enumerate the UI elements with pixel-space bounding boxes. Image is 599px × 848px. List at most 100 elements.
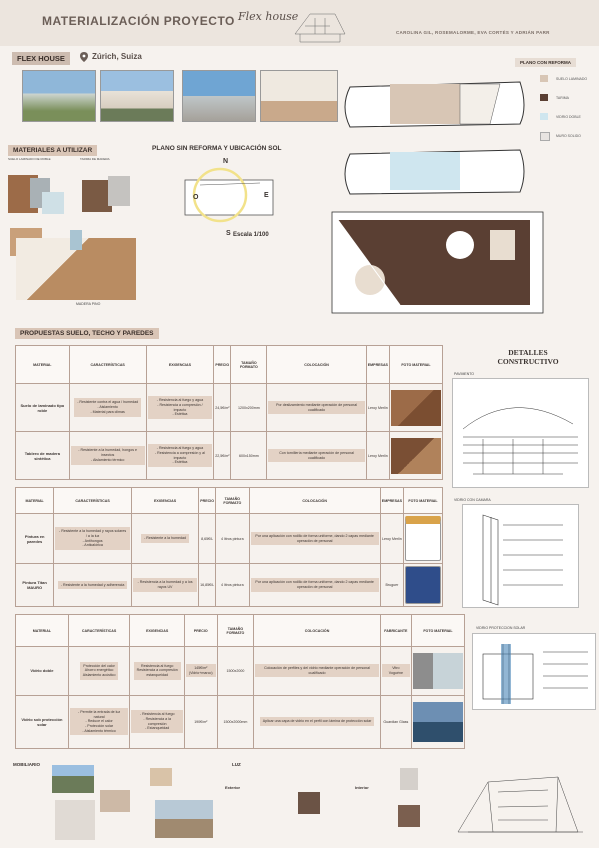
legend-label-vidrio: VIDRIO DOBLE — [556, 115, 581, 119]
luz-interior-photo-2 — [398, 805, 420, 827]
t3-r1-photo — [412, 652, 463, 689]
t1-r2-coloc: Con tornillería mediante operación de pe… — [268, 448, 365, 463]
t3-r1-exig: Resistencia al fuego Resistencia a compr… — [133, 661, 181, 680]
t3-h-formato: TAMAÑO FORMATO — [216, 614, 255, 647]
materials-label: MATERIALES A UTILIZAR — [8, 145, 98, 156]
project-location: Zúrich, Suiza — [92, 52, 142, 61]
t2-r1-formato: 4 litros pintura — [215, 512, 250, 565]
photo-exterior-1 — [22, 70, 96, 122]
t1-r1-precio: 24,5€/m² — [213, 383, 232, 432]
t3-r1-empresa: Vitro Voguéne — [381, 664, 410, 678]
t3-r1-precio: 145€/m² (Vidrio+marco) — [185, 664, 216, 678]
t1-h-caracteristicas: CARACTERÍSTICAS — [68, 345, 147, 384]
t1-r2-precio: 22,5€/m² — [213, 431, 232, 480]
t1-r1-material: Suelo de laminado tipo roble — [15, 383, 70, 432]
t3-h-colocacion: COLOCACIÓN — [253, 614, 381, 647]
t1-h-colocacion: COLOCACIÓN — [266, 345, 367, 384]
legend-label-laminado: SUELO LAMINADO — [556, 77, 588, 81]
material-laminado-label: SUELO LAMINADO DE ROBLE — [8, 157, 51, 161]
t3-r2-precio: 190€/m² — [183, 694, 218, 749]
location-pin-icon — [80, 52, 88, 62]
t2-r2-material: Pintura Titan MAURO — [14, 563, 55, 607]
t3-r1-coloc: Colocación de perfiles y del vidrio medi… — [255, 664, 379, 678]
legend-label-tarima: TARIMA — [556, 96, 569, 100]
t2-r2-empresa: Bruguer — [379, 563, 404, 607]
t2-r1-empresa: Leroy Merlin — [379, 512, 404, 565]
t2-r2-exig: - Resistencia a la humedad y a los rayos… — [132, 578, 198, 592]
t1-r1-exig: - Resistencia al fuego y agua - Resisten… — [147, 396, 213, 419]
compass-north: N — [223, 158, 229, 165]
header-band — [0, 0, 599, 46]
t1-r2-empresa: Leroy Merlin — [365, 431, 390, 480]
t2-r2-car: - Resistente a la humedad y adherencia — [57, 580, 128, 590]
t1-r2-car: - Resistente a la humedad, hongos e inse… — [70, 446, 145, 465]
t1-h-material: MATERIAL — [15, 345, 70, 384]
page-title: MATERIALIZACIÓN PROYECTO — [42, 14, 235, 28]
detail-vidrio-camara-label: VIDRIO CON CAMARA — [454, 498, 491, 502]
house-sketch-bottom — [457, 776, 583, 833]
t2-h-material: MATERIAL — [14, 487, 55, 514]
material-tarima-label: TARIMA DE MADERA — [80, 157, 110, 161]
luz-label: LUZ — [232, 762, 241, 767]
t2-r2-photo — [404, 566, 441, 605]
project-name: FLEX HOUSE — [12, 52, 70, 65]
t1-h-formato: TAMAÑO FORMATO — [230, 345, 268, 384]
t3-r2-photo — [412, 701, 463, 742]
t2-h-precio: PRECIO — [198, 487, 217, 514]
mobiliario-label: MOBILIARIO — [13, 762, 40, 767]
t3-r2-formato: 1500x2000mm — [216, 694, 255, 749]
t2-r1-coloc: Por una aplicación con rodillo de forma … — [250, 531, 379, 546]
photo-exterior-2 — [100, 70, 174, 122]
detail-vidrio-camara — [462, 504, 579, 608]
t2-h-colocacion: COLOCACIÓN — [248, 487, 381, 514]
t1-r1-empresa: Leroy Merlin — [365, 383, 390, 432]
t1-r2-photo — [390, 437, 441, 474]
sample-pintura — [108, 176, 130, 206]
plan-reforma-label: PLANO CON REFORMA — [515, 58, 576, 67]
t1-r2-material: Tablero de madera sintética — [15, 431, 70, 480]
sample-vidrio-2 — [70, 230, 82, 250]
table-vidrios: MATERIAL CARACTERÍSTICAS EXIGENCIAS PREC… — [15, 614, 466, 749]
detail-pavimento-label: PAVIMENTO — [454, 372, 475, 376]
t1-r1-coloc: Por deslizamiento mediante operación de … — [268, 400, 365, 415]
t2-r1-car: - Resistente a la humedad y rayos solare… — [55, 527, 130, 550]
mobiliario-photo-4 — [150, 768, 172, 786]
mobiliario-photo-5 — [155, 800, 213, 838]
compass-west: O — [193, 194, 199, 201]
house-sketch-icon — [294, 13, 346, 43]
luz-exterior-photo — [298, 792, 320, 814]
plan-reforma-mid — [344, 149, 525, 195]
t3-r1-car: Protección del calor Ahorro energético A… — [79, 661, 119, 680]
t2-r2-precio: 16,85€/L — [198, 563, 217, 607]
legend-label-muro: MURO SOLIDO — [556, 134, 581, 138]
t2-r1-exig: - Resistente a la humedad — [141, 534, 190, 543]
luz-exterior-label: Exterior — [225, 785, 241, 790]
t3-h-fabricante: FABRICANTE — [379, 614, 412, 647]
t2-r1-material: Pintura en paredes — [14, 512, 55, 565]
legend-swatch-tarima — [540, 94, 548, 101]
plan-reforma-bottom — [331, 211, 544, 314]
t3-r2-coloc: Aplicar una capa de vidrio en el perfil … — [259, 717, 375, 727]
t2-r1-precio: 8,65€/L — [198, 512, 217, 565]
compass-east: E — [264, 192, 269, 199]
t3-h-foto: FOTO MATERIAL — [410, 614, 466, 647]
table-paredes: MATERIAL CARACTERÍSTICAS EXIGENCIAS PREC… — [14, 487, 444, 607]
t3-h-precio: PRECIO — [183, 614, 218, 647]
t1-h-exigencias: EXIGENCIAS — [145, 345, 215, 384]
t3-h-exigencias: EXIGENCIAS — [129, 614, 185, 647]
t3-r2-exig: - Resistencia al fuego - Resistencia a l… — [131, 710, 183, 734]
t1-r2-formato: 600x150mm — [230, 431, 268, 480]
plan-sin-reforma — [184, 167, 274, 223]
t1-r2-exig: - Resistencia al fuego y agua - Resisten… — [147, 444, 213, 467]
t3-r2-car: - Permite la entrada de luz natural - Re… — [69, 708, 129, 736]
t1-h-foto: FOTO MATERIAL — [388, 345, 444, 384]
t2-r1-photo — [404, 516, 441, 562]
script-title: Flex house — [238, 10, 299, 23]
t1-r1-formato: 1200x200mm — [230, 383, 268, 432]
t3-r2-empresa: Guardian Glass — [379, 694, 412, 749]
t1-h-precio: PRECIO — [213, 345, 232, 384]
t2-h-formato: TAMAÑO FORMATO — [215, 487, 250, 514]
t2-r2-formato: 4 litros pintura — [215, 563, 250, 607]
t1-r1-car: - Resistente contra el agua / humedad - … — [74, 398, 142, 417]
table-suelos: MATERIAL CARACTERÍSTICAS EXIGENCIAS PREC… — [15, 345, 444, 480]
